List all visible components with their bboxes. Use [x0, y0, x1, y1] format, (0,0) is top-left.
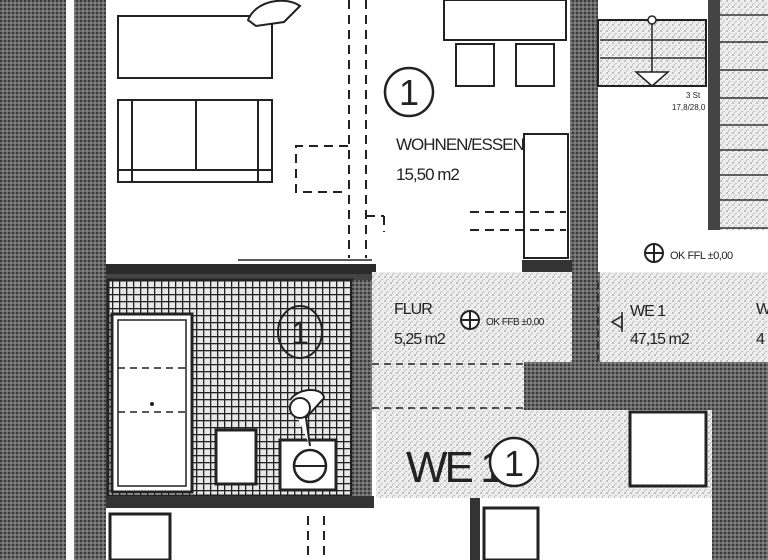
room-name-living: WOHNEN/ESSEN [396, 135, 524, 154]
room-label-living: 1 WOHNEN/ESSEN 15,50 m2 [383, 66, 525, 184]
edge-text-bottom: 4 [756, 331, 765, 348]
outer-wall-left [0, 0, 66, 560]
hall-cabinet [628, 410, 708, 488]
chair-1 [455, 43, 495, 87]
hall-dashes [372, 282, 599, 409]
bath-cabinet [214, 428, 258, 486]
room-label-hall: FLUR 5,25 m2 OK FFB ±0,00 [394, 301, 545, 348]
edge-text-top: W [756, 301, 768, 318]
room-name-hall: FLUR [394, 301, 432, 318]
dining-table [443, 0, 567, 41]
room-number-bath: 1 [291, 315, 309, 351]
level-hall: OK FFB ±0,00 [486, 317, 545, 328]
wall-hall-core [524, 362, 736, 410]
outer-wall-left-inner [74, 0, 106, 560]
bathroom: 1 [106, 274, 374, 508]
unit-tag-name: WE 1 [406, 443, 503, 492]
staircase: 3 St 17,8/28,0 [597, 0, 768, 230]
unit-tag-number: 1 [504, 443, 524, 484]
furniture-living [117, 0, 569, 259]
wall-living-south [106, 264, 376, 274]
level-marker-unit: OK FFL ±0,00 [644, 243, 733, 263]
bottom-rooms [106, 498, 736, 560]
unit-name: WE 1 [630, 303, 666, 320]
wall-stair [570, 0, 598, 272]
room-area-hall: 5,25 m2 [394, 331, 446, 348]
room-area-living: 15,50 m2 [396, 165, 459, 184]
room-number-living: 1 [399, 72, 419, 113]
stair-note-bottom: 17,8/28,0 [672, 103, 706, 112]
unit-area: 47,15 m2 [630, 331, 690, 348]
stair-note-top: 3 St [686, 91, 701, 100]
overhead-lines [295, 0, 566, 258]
room-label-unit: WE 1 47,15 m2 W 4 [610, 301, 768, 348]
level-unit: OK FFL ±0,00 [670, 250, 733, 262]
chair-2 [515, 43, 555, 87]
unit-tag: WE 1 1 [406, 436, 540, 492]
sofa-top [117, 15, 273, 79]
sideboard [523, 133, 569, 259]
